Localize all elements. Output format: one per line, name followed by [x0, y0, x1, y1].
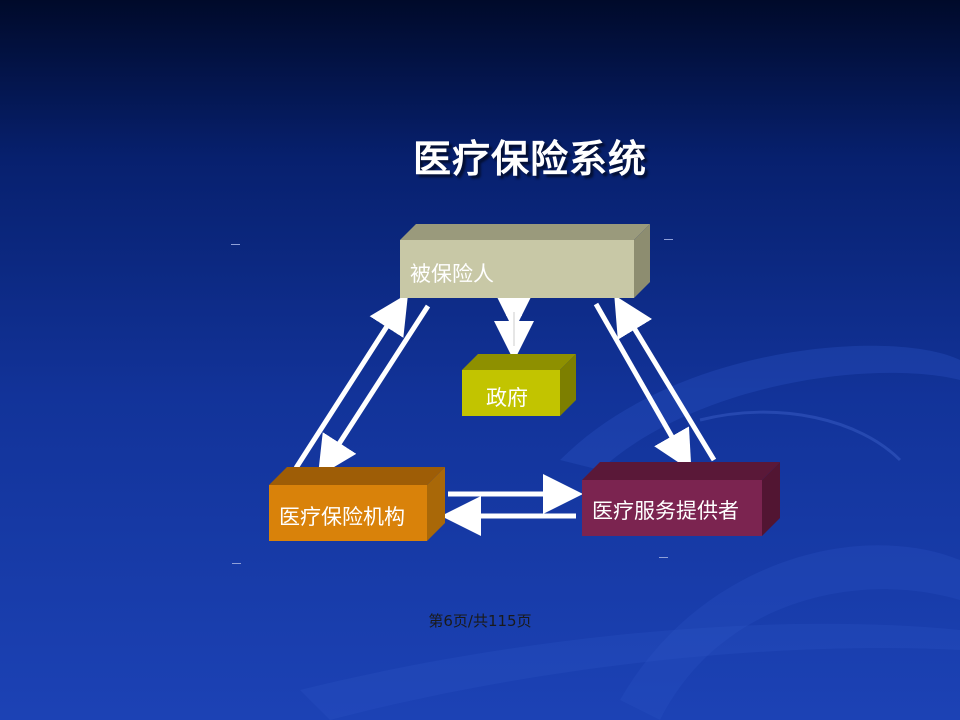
node-insured-label: 被保险人: [410, 262, 494, 286]
arrow-insured-to-provider: [593, 302, 692, 472]
node-insured: 被保险人: [400, 224, 652, 300]
node-insurer-label: 医疗保险机构: [279, 505, 405, 529]
node-government: 政府: [462, 354, 578, 418]
slide-title: 医疗保险系统: [412, 137, 647, 181]
node-provider: 医疗服务提供者: [582, 462, 782, 538]
node-government-label: 政府: [486, 386, 528, 410]
stray-mark: [232, 563, 241, 564]
stray-mark: [659, 557, 668, 558]
page-counter: 第6页/共115页: [428, 612, 532, 630]
arrow-insured-to-insurer: [317, 304, 431, 477]
arrow-provider-to-insured: [614, 295, 717, 462]
stray-mark: [664, 239, 673, 240]
arrow-insurer-to-insured: [293, 293, 409, 470]
node-provider-label: 医疗服务提供者: [592, 499, 739, 523]
stray-mark: [231, 244, 240, 245]
node-insurer: 医疗保险机构: [269, 467, 447, 543]
